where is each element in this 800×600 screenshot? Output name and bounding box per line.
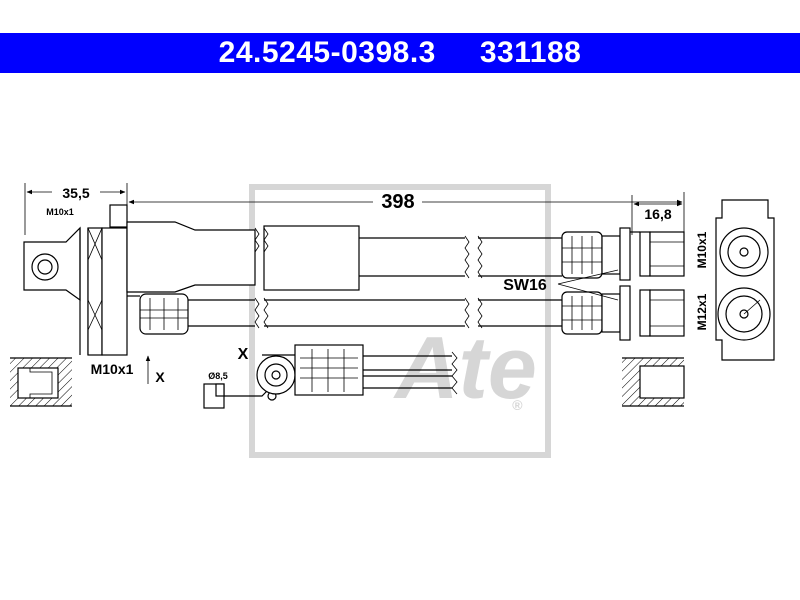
header-banner: 24.5245-0398.3 331188 — [0, 33, 800, 73]
right-offset-label: 16,8 — [644, 206, 671, 222]
left-thread-top-label: M10x1 — [46, 207, 74, 217]
ate-watermark: Ate ® — [249, 184, 551, 458]
x-marker-detail: X — [238, 346, 249, 363]
left-offset-label: 35,5 — [62, 185, 89, 201]
hole-diameter-label: Ø8,5 — [208, 371, 228, 381]
right-section-view — [622, 357, 685, 407]
right-thread-top-label: M10x1 — [695, 231, 709, 268]
part-number: 24.5245-0398.3 — [218, 36, 436, 69]
upper-hose — [126, 221, 562, 293]
x-marker-left: X — [155, 369, 165, 385]
watermark-logo-text: Ate — [393, 318, 537, 417]
watermark-registered: ® — [512, 397, 523, 413]
lower-hose — [127, 293, 562, 335]
right-fittings — [561, 227, 685, 341]
reference-number: 331188 — [479, 36, 582, 69]
right-thread-bottom-label: M12x1 — [695, 293, 709, 330]
right-end-view — [715, 199, 775, 361]
left-thread-bottom-label: M10x1 — [91, 361, 134, 377]
left-banjo-fitting — [23, 204, 128, 356]
dimension-lines — [24, 183, 685, 235]
left-section-view — [10, 357, 72, 407]
detail-view-x: X Ø8,5 — [203, 344, 458, 409]
spanner-size-label: SW16 — [503, 277, 547, 294]
overall-length-label: 398 — [381, 191, 414, 213]
watermark-frame — [249, 184, 551, 458]
